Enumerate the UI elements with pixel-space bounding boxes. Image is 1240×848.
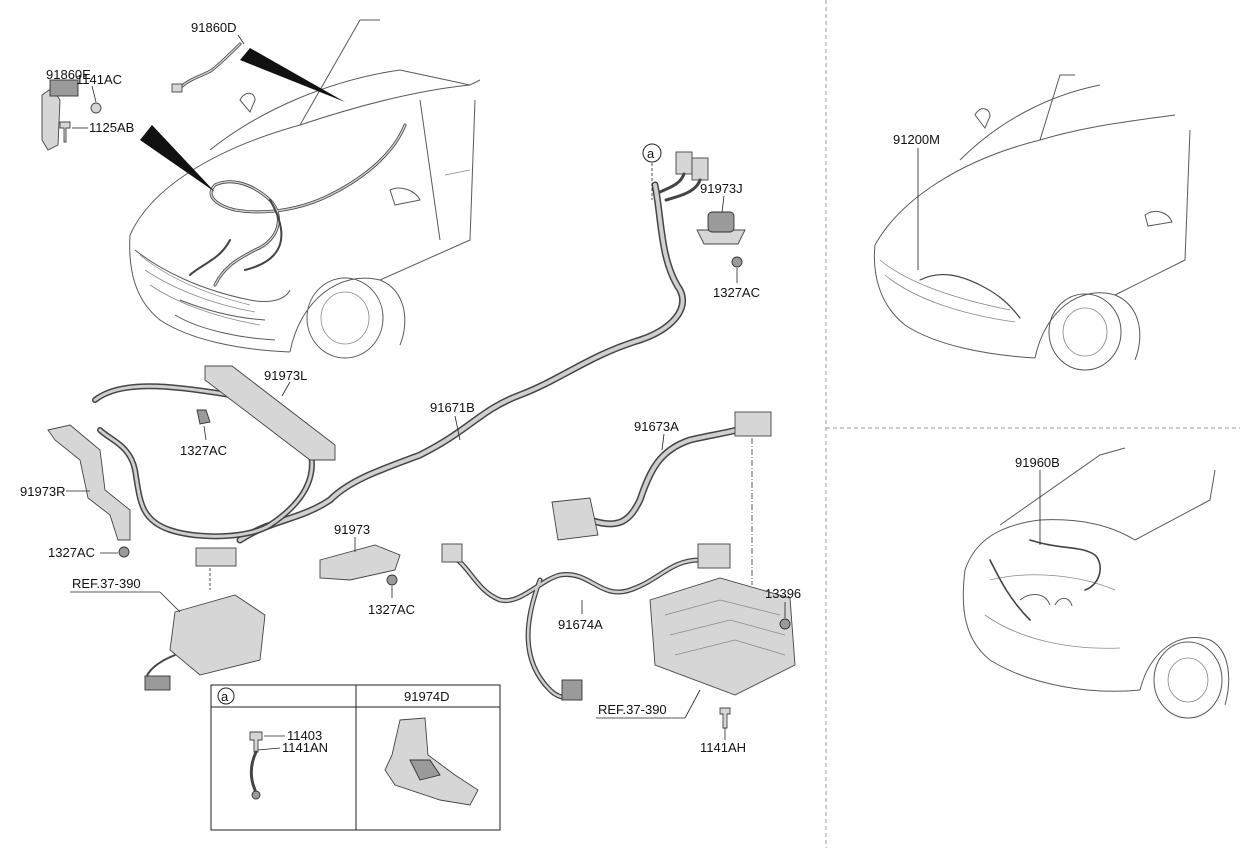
bolt-1141AH (719, 707, 731, 729)
label-91860D: 91860D (191, 20, 237, 35)
label-1327AC-d: 1327AC (368, 602, 415, 617)
junction-box-left (169, 594, 266, 676)
harness-91671B-inner (238, 183, 685, 542)
connector-91673A-end (734, 411, 772, 437)
connector-branch (658, 172, 702, 202)
bolt-11403 (249, 731, 263, 753)
legend-nut (251, 790, 261, 800)
strap-1141AN (249, 750, 258, 792)
engine-room-harness-inner (210, 124, 406, 286)
label-13396: 13396 (765, 586, 801, 601)
label-91973R: 91973R (20, 484, 66, 499)
cable-91860D-inner (179, 43, 241, 89)
label-91973J: 91973J (700, 181, 743, 196)
label-ref2: REF.37-390 (598, 702, 667, 717)
leader-91673A (661, 433, 665, 451)
pointer-wedge-2 (140, 125, 215, 192)
harness-loop-inner (93, 384, 314, 538)
bracket-91860E (41, 87, 61, 151)
leader-91973J (721, 195, 725, 213)
connector-91860D (171, 83, 183, 93)
nut-1327AC-d (386, 574, 398, 586)
leader-ref2-b (684, 689, 701, 719)
callout-a-circle (642, 143, 662, 163)
leader-1141AC (91, 85, 97, 103)
connector-block (195, 547, 237, 567)
connector-91671B-top1 (675, 151, 693, 175)
harness-91673A (586, 421, 759, 528)
label-1125AB: 1125AB (89, 120, 134, 135)
label-91960B: 91960B (1015, 455, 1060, 470)
rear-car-illustration (962, 447, 1230, 719)
front-car-illustration (129, 19, 481, 359)
legend-a-circle (217, 687, 235, 705)
label-1327AC-c: 1327AC (48, 545, 95, 560)
label-1327AC-b: 1327AC (180, 443, 227, 458)
leader-91671B (454, 415, 461, 441)
connector-91674A-b (561, 679, 583, 701)
power-module-detail (664, 599, 786, 656)
connector-91674A-c (441, 543, 463, 563)
pointer-wedge-1 (240, 48, 345, 102)
leader-1327AC-b (203, 425, 207, 441)
bracket-91973 (319, 544, 401, 581)
leader-1141AN (257, 747, 281, 751)
label-91673A: 91673A (634, 419, 679, 434)
label-91671B: 91671B (430, 400, 475, 415)
leader-91860D (237, 34, 245, 45)
grommet-91973J-body (707, 211, 735, 233)
connector-91673A-body (551, 497, 599, 541)
label-91200M: 91200M (893, 132, 940, 147)
nut-1327AC-c (118, 546, 130, 558)
clip-1327AC-b (196, 409, 211, 425)
power-module-right (649, 577, 796, 696)
nut-13396 (779, 618, 791, 630)
connector-91671B-top2 (691, 157, 709, 181)
legend-table (210, 684, 501, 831)
label-11403: 11403 (287, 728, 322, 743)
harness-91673A-inner (588, 423, 757, 526)
label-1141AC: 1141AC (76, 72, 122, 87)
callout-a-text: a (647, 146, 655, 161)
label-1141AN: 1141AN (282, 740, 328, 755)
nut-1141AC (90, 102, 102, 114)
leader-ref1-b (159, 591, 181, 613)
bolt-1125AB (59, 121, 71, 143)
connector-91674A-a (697, 543, 731, 569)
nut-1327AC-a (731, 256, 743, 268)
protector-91973L (204, 365, 336, 461)
label-91674A: 91674A (558, 617, 603, 632)
label-91973: 91973 (334, 522, 370, 537)
label-1327AC-a: 1327AC (713, 285, 760, 300)
label-91860E: 91860E (46, 67, 91, 82)
legend-col1-header: a (221, 689, 229, 704)
harness-branch (189, 199, 283, 276)
protector-91973R (47, 424, 131, 541)
label-91973L: 91973L (264, 368, 307, 383)
junction-box-plug (144, 675, 171, 691)
bracket-91860E-top (49, 79, 79, 97)
part-91974D-detail (409, 759, 441, 781)
front-car-illustration-right (873, 74, 1191, 371)
leader-91973L (281, 381, 291, 397)
label-ref1: REF.37-390 (72, 576, 141, 591)
legend-col2-header: 91974D (404, 689, 450, 704)
label-1141AH: 1141AH (700, 740, 746, 755)
engine-room-harness-on-car (209, 123, 407, 287)
